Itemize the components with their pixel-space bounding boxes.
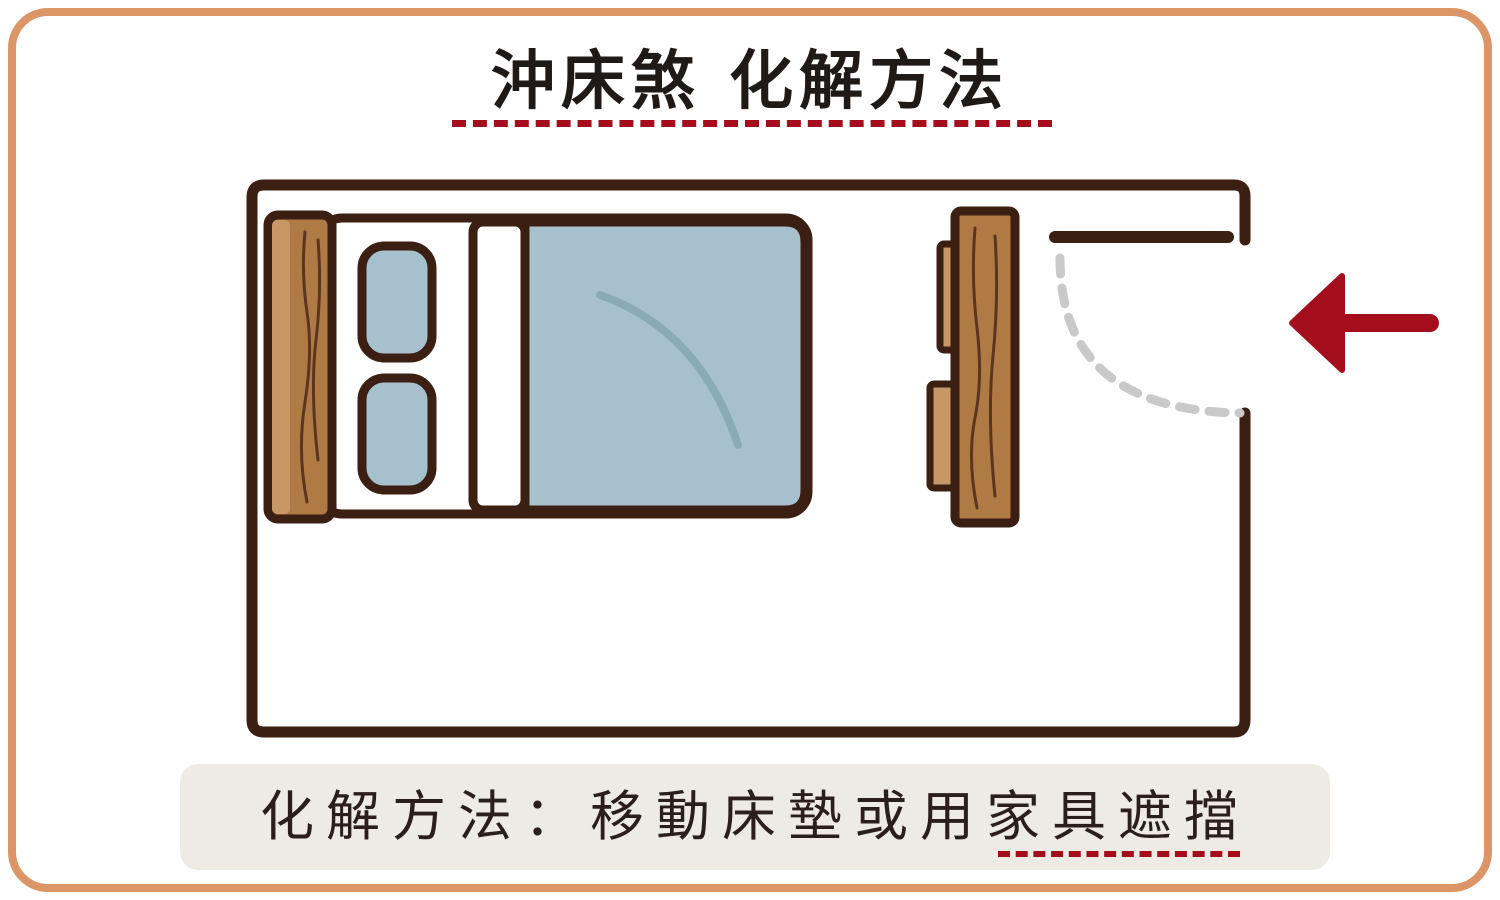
door-swing-icon [1049, 231, 1245, 418]
pillow-bottom [357, 373, 437, 495]
door-swing-arc [1055, 253, 1245, 418]
arrow-left-icon [1289, 273, 1439, 373]
cabinet-screen-icon [926, 206, 1020, 528]
headboard-wood-grain [299, 230, 322, 504]
room-wall [246, 179, 1251, 738]
caption-dashed-underline [998, 851, 1240, 857]
pillow-top [357, 241, 437, 363]
blanket-crease [596, 291, 742, 449]
arrow-head [1289, 273, 1345, 373]
headboard-edge [272, 220, 290, 514]
cabinet-body [950, 206, 1020, 528]
blanket [520, 217, 810, 515]
cabinet-wood-grain [969, 226, 999, 510]
title-dashed-underline [452, 120, 1052, 127]
page-title: 沖床煞 化解方法 [490, 45, 1010, 119]
bed-top-view-icon [263, 210, 813, 524]
blanket-fold [468, 217, 530, 515]
caption-text: 化解方法：移動床墊或用家具遮擋 [260, 785, 1250, 848]
